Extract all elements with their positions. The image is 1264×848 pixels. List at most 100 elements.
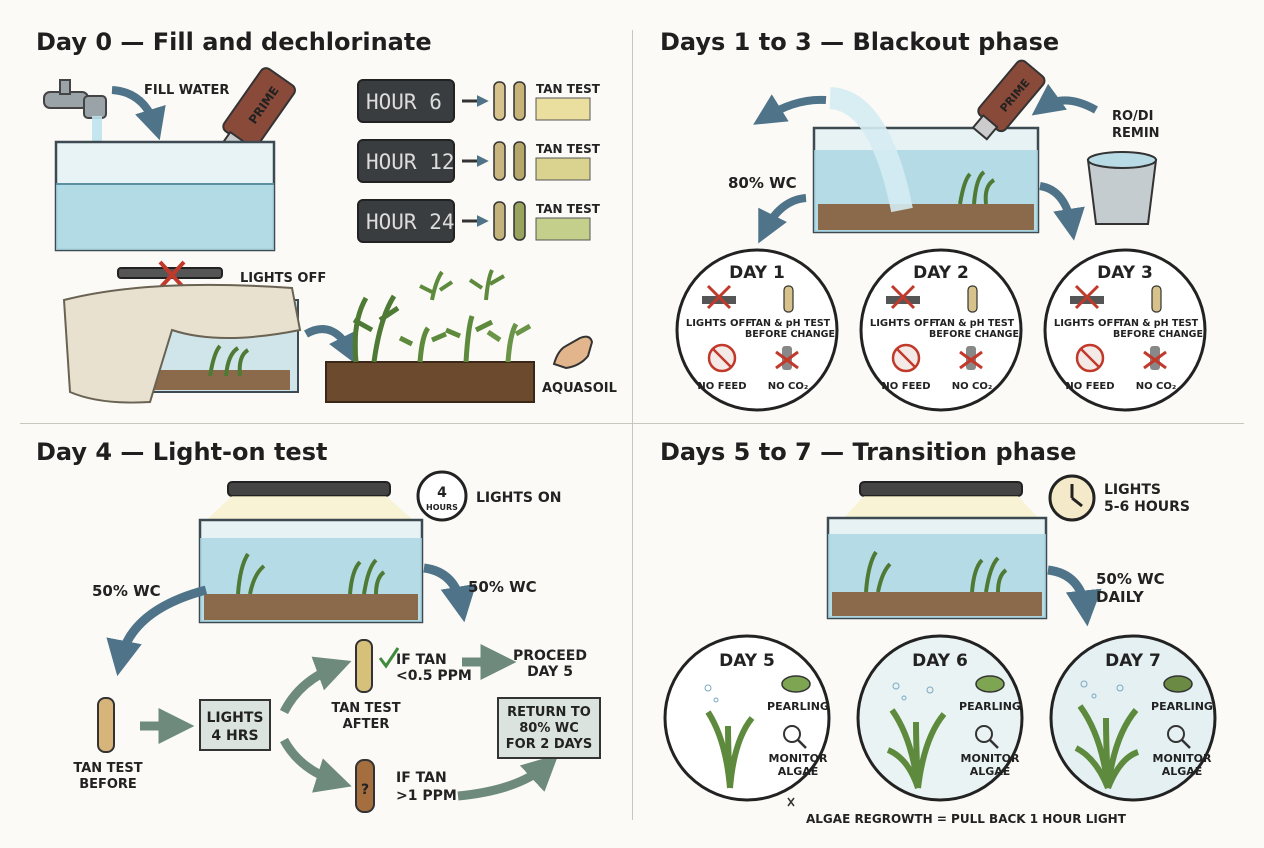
arrow-to-soil (304, 325, 358, 366)
wc-daily-1: 50% WC (1096, 570, 1165, 588)
clock-hours: HOURS (426, 503, 458, 512)
return-box: RETURN TO 80% WC FOR 2 DAYS (497, 697, 601, 759)
day2-circle: DAY 2 LIGHTS OFF TAN & pH TEST BEFORE CH… (859, 248, 1023, 412)
day6-circle: DAY 6 PEARLING MONITOR ALGAE (856, 634, 1024, 802)
arrow-to-high (280, 737, 352, 793)
day5-pearling: PEARLING (767, 700, 829, 713)
covered-tank (62, 283, 302, 404)
wc-50-right: 50% WC (468, 578, 537, 596)
day1-feed: NO FEED (697, 381, 746, 392)
day1-co2: NO CO₂ (768, 381, 809, 392)
aquasoil-plants (325, 269, 535, 403)
arrow-wc-right-day4 (423, 563, 477, 623)
wc-80-label: 80% WC (728, 174, 797, 192)
day1-title: DAY 1 (729, 263, 785, 283)
question-mark: ? (361, 782, 369, 798)
return-2: 80% WC (519, 721, 579, 736)
footnote: ALGAE REGROWTH = PULL BACK 1 HOUR LIGHT (806, 812, 1127, 826)
proceed-2: DAY 5 (527, 664, 573, 680)
tan-test-label-2: TAN TEST (536, 142, 601, 156)
day7-pearling: PEARLING (1151, 700, 1213, 713)
day1-test-2: BEFORE CHANGE (745, 329, 835, 340)
day1-test-1: TAN & pH TEST (750, 318, 831, 329)
if-low-1: IF TAN (396, 652, 447, 668)
aquarium-tank-day4 (198, 518, 424, 624)
arrow-wc-right (1039, 182, 1085, 241)
light-on-fixture (200, 481, 420, 526)
lights-5-6-2: 5-6 HOURS (1104, 499, 1190, 515)
timer-row-3: HOUR 24 TAN TEST (357, 199, 601, 243)
tan-test-label-3: TAN TEST (536, 202, 601, 216)
day5-title: DAY 5 (719, 651, 775, 671)
tan-test-before: TAN TEST BEFORE (73, 697, 143, 792)
panel-title-days1-3: Days 1 to 3 — Blackout phase (660, 28, 1060, 56)
proceed-1: PROCEED (513, 648, 587, 664)
tan-test-label-1: TAN TEST (536, 82, 601, 96)
aquarium-tank-day0 (54, 140, 276, 252)
light-fixture-days5-7 (842, 481, 1040, 520)
return-1: RETURN TO (507, 705, 591, 720)
panel-title-days5-7: Days 5 to 7 — Transition phase (660, 438, 1077, 466)
day5-circle: DAY 5 PEARLING MONITOR ALGAE (663, 634, 831, 802)
day3-co2: NO CO₂ (1136, 381, 1177, 392)
tan-before-1: TAN TEST (73, 761, 142, 776)
lights-4hrs-box: LIGHTS 4 HRS (199, 699, 271, 751)
day5-monitor-1: MONITOR (769, 752, 828, 765)
day3-test-1: TAN & pH TEST (1118, 318, 1199, 329)
timer-row-1: HOUR 6 TAN TEST (357, 79, 601, 123)
tan-after-1: TAN TEST (331, 701, 400, 716)
day7-monitor-2: ALGAE (1162, 765, 1203, 778)
if-low-2: <0.5 PPM (396, 668, 472, 684)
aquasoil-label: AQUASOIL (542, 381, 617, 396)
day3-test-2: BEFORE CHANGE (1113, 329, 1203, 340)
arrow-to-return (457, 754, 559, 801)
day2-title: DAY 2 (913, 263, 969, 283)
panel-title-day0: Day 0 — Fill and dechlorinate (36, 28, 432, 56)
day2-co2: NO CO₂ (952, 381, 993, 392)
lights-box-1: LIGHTS (207, 710, 264, 726)
if-high-1: IF TAN (396, 770, 447, 786)
arrow-wc-left (758, 194, 807, 244)
day2-lights: LIGHTS OFF (870, 318, 936, 329)
day1-lights: LIGHTS OFF (686, 318, 752, 329)
day3-lights: LIGHTS OFF (1054, 318, 1120, 329)
day3-title: DAY 3 (1097, 263, 1153, 283)
vertical-divider (632, 30, 633, 820)
bucket-icon (1086, 151, 1158, 225)
day6-monitor-2: ALGAE (970, 765, 1011, 778)
clock-hour-6: HOUR 6 (366, 90, 442, 114)
aquarium-tank-days5-7 (826, 516, 1048, 620)
lights-off-label: LIGHTS OFF (240, 271, 326, 286)
clock-4: 4 (437, 485, 447, 501)
timer-row-2: HOUR 12 TAN TEST (357, 139, 601, 183)
arrow-wc-left-day4 (106, 585, 208, 677)
arrow-fill (111, 86, 166, 141)
tan-test-high: ? (355, 759, 375, 813)
day2-test-2: BEFORE CHANGE (929, 329, 1019, 340)
if-high-2: >1 PPM (396, 788, 457, 804)
tan-after-2: AFTER (343, 717, 390, 732)
wc-50-left: 50% WC (92, 582, 161, 600)
day7-monitor-1: MONITOR (1153, 752, 1212, 765)
clock-icon (1048, 474, 1096, 522)
day2-feed: NO FEED (881, 381, 930, 392)
footnote-arrow-icon (787, 797, 795, 807)
wc-daily-2: DAILY (1096, 588, 1145, 606)
lights-on-label: LIGHTS ON (476, 490, 561, 506)
tan-test-after: TAN TEST AFTER (331, 639, 401, 732)
day7-circle: DAY 7 PEARLING MONITOR ALGAE (1049, 634, 1217, 802)
day6-monitor-1: MONITOR (961, 752, 1020, 765)
lights-box-2: 4 HRS (211, 728, 258, 744)
day6-pearling: PEARLING (959, 700, 1021, 713)
rodi-label: RO/DI (1112, 109, 1153, 124)
aquarium-tank-days1-3 (812, 87, 1040, 234)
arrow-drain (753, 94, 827, 125)
day1-circle: DAY 1 LIGHTS OFF TAN & pH TEST BEFORE CH… (675, 248, 839, 412)
day7-title: DAY 7 (1105, 651, 1161, 671)
day6-title: DAY 6 (912, 651, 968, 671)
fill-water-label: FILL WATER (144, 83, 229, 98)
horizontal-divider (20, 423, 1244, 424)
day5-monitor-2: ALGAE (778, 765, 819, 778)
